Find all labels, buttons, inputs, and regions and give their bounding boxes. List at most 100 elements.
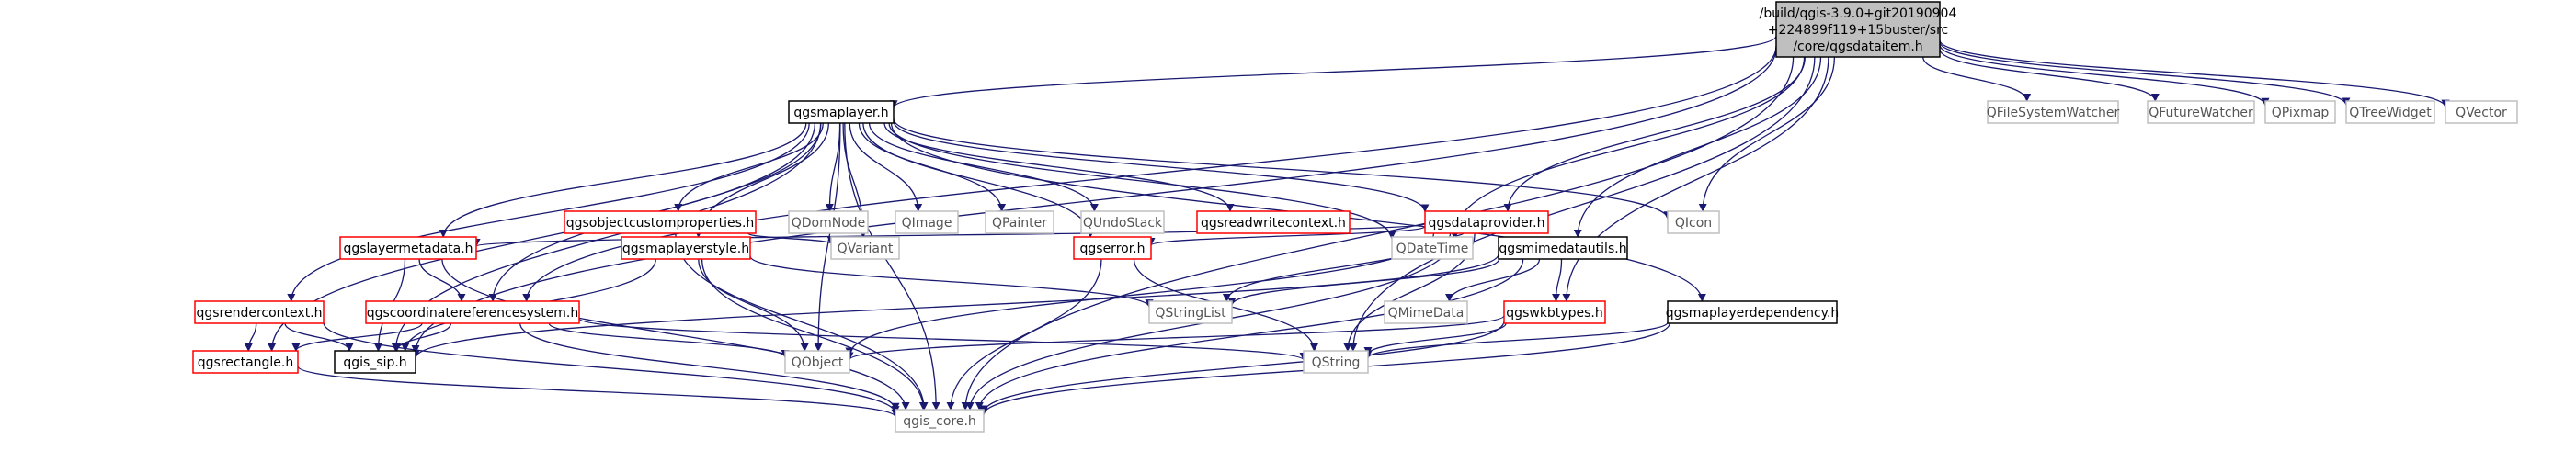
node-box-qgsrendercontext <box>194 300 325 324</box>
edge-line-qgscoordinatereferencesystem-to-qgsrectangle <box>291 322 423 352</box>
node-box-qmimedata <box>1384 300 1468 324</box>
edge-qgswkbtypes-to-qstring <box>1363 322 1507 356</box>
edge-line-qgsobjectcustomproperties-to-qgis_core <box>675 232 929 411</box>
node-label-qgslayermetadata: qgslayermetadata.h <box>343 242 473 256</box>
node-qgsrendercontext[interactable]: qgsrendercontext.h <box>194 300 325 324</box>
node-box-qdatetime <box>1391 236 1474 260</box>
node-box-qgsmaplayerdependency <box>1667 300 1838 324</box>
edge-qgsmimedatautils-to-qmimedata <box>1444 258 1541 302</box>
edge-root-to-qgsmaplayer <box>889 35 1777 109</box>
edge-line-qgsmaplayer-to-qimage <box>849 122 923 212</box>
edge-qgscoordinatereferencesystem-to-qgis_sip <box>393 322 452 352</box>
node-label-qfuturewatcher: QFutureWatcher <box>2149 106 2253 120</box>
edge-line-qgsmaplayer-to-qdatetime <box>888 122 1396 240</box>
node-label-qimage: QImage <box>902 216 952 231</box>
node-qgsmaplayerdependency[interactable]: qgsmaplayerdependency.h <box>1666 300 1840 324</box>
node-qgsobjectcustomproperties[interactable]: qgsobjectcustomproperties.h <box>564 210 757 234</box>
edge-root-to-qtreewidget <box>1939 41 2351 107</box>
node-box-qgsmaplayer <box>788 100 895 124</box>
node-label-qgswkbtypes: qgswkbtypes.h <box>1506 306 1602 321</box>
node-label-qvariant: QVariant <box>838 242 894 256</box>
edge-line-root-to-qicon <box>1698 56 1836 212</box>
node-qgscoordinatereferencesystem[interactable]: qgscoordinatereferencesystem.h <box>365 300 580 324</box>
node-label-qpainter: QPainter <box>992 216 1047 231</box>
nodes-layer: /build/qgis-3.9.0+git20190904+224899f119… <box>192 1 2518 433</box>
edge-root-to-qvector <box>1939 39 2450 108</box>
node-label-qicon: QIcon <box>1675 216 1712 231</box>
edge-root-to-qfilesystemwatcher <box>1922 56 2032 102</box>
node-box-qgserror <box>1073 236 1152 260</box>
node-qgsrectangle[interactable]: qgsrectangle.h <box>192 350 299 374</box>
node-box-qvector <box>2445 100 2518 124</box>
edge-root-to-qgscoordinatereferencesystem <box>522 46 1777 302</box>
node-qgswkbtypes[interactable]: qgswkbtypes.h <box>1503 300 1606 324</box>
node-qgserror[interactable]: qgserror.h <box>1073 236 1152 260</box>
edge-qgsobjectcustomproperties-to-qgis_core <box>675 232 929 411</box>
edge-root-to-qfuturewatcher <box>1939 49 2160 102</box>
edge-line-root-to-qstring <box>1349 56 1816 352</box>
node-qgslayermetadata[interactable]: qgslayermetadata.h <box>339 236 477 260</box>
node-label-root: /core/qgsdataitem.h <box>1793 39 1922 54</box>
node-box-root <box>1775 1 1941 58</box>
edge-line-qgsrendercontext-to-qgis_sip <box>284 322 354 352</box>
edge-line-qgsmimedatautils-to-qgis_sip <box>411 253 1499 359</box>
edge-qgsmaplayer-to-qdatetime <box>888 122 1396 240</box>
edge-root-to-qdatetime <box>1449 56 1806 238</box>
edge-line-root-to-qgswkbtypes <box>1562 56 1829 302</box>
edge-qgserror-to-qgis_core <box>946 258 1102 411</box>
edge-line-root-to-qgsdataprovider <box>1503 56 1806 212</box>
edge-line-qgsmaplayer-to-qgsrendercontext <box>287 122 810 302</box>
node-root[interactable]: /build/qgis-3.9.0+git20190904+224899f119… <box>1760 1 1957 58</box>
node-box-qgsdataprovider <box>1424 210 1549 234</box>
edge-qgsrendercontext-to-qgis_core <box>323 322 900 415</box>
node-box-qgis_sip <box>334 350 416 374</box>
edge-root-to-qpixmap <box>1939 44 2270 107</box>
node-label-root: /build/qgis-3.9.0+git20190904 <box>1760 6 1957 21</box>
node-box-qgswkbtypes <box>1503 300 1606 324</box>
node-qundostack: QUndoStack <box>1080 210 1165 234</box>
edge-qgswkbtypes-to-qgis_core <box>979 321 1505 414</box>
node-label-qgsreadwritecontext: qgsreadwritecontext.h <box>1201 216 1346 231</box>
node-qgsmaplayerstyle[interactable]: qgsmaplayerstyle.h <box>621 236 751 260</box>
node-qtreewidget: QTreeWidget <box>2345 100 2435 124</box>
node-qgis_sip[interactable]: qgis_sip.h <box>334 350 416 374</box>
node-box-qfilesystemwatcher <box>1987 100 2119 124</box>
node-label-qundostack: QUndoStack <box>1083 216 1163 231</box>
edge-qgsmaplayer-to-qgslayermetadata <box>439 122 807 238</box>
node-label-qtreewidget: QTreeWidget <box>2349 106 2432 120</box>
node-box-qimage <box>895 210 959 234</box>
edge-line-qgsmaplayerstyle-to-qobject <box>698 258 809 352</box>
node-qgsmimedatautils[interactable]: qgsmimedatautils.h <box>1498 236 1628 260</box>
node-box-qgis_core <box>895 409 985 433</box>
node-qimage: QImage <box>895 210 959 234</box>
node-qgsdataprovider[interactable]: qgsdataprovider.h <box>1424 210 1549 234</box>
edge-qgsmaplayer-to-qgis_core <box>844 122 940 411</box>
node-qgsmaplayer[interactable]: qgsmaplayer.h <box>788 100 895 124</box>
edge-line-qgsmimedatautils-to-qmimedata <box>1444 258 1541 302</box>
edge-line-qgsmaplayer-to-qgserror <box>862 122 1095 238</box>
edge-qgsmimedatautils-to-qgswkbtypes <box>1551 258 1563 302</box>
edge-line-qgslayermetadata-to-qgis_core <box>441 258 910 411</box>
node-label-qgsmaplayerdependency: qgsmaplayerdependency.h <box>1666 306 1840 321</box>
node-qicon: QIcon <box>1667 210 1720 234</box>
node-box-qpainter <box>985 210 1054 234</box>
node-box-qobject <box>784 350 850 374</box>
node-label-qstringlist: QStringList <box>1155 306 1226 321</box>
node-box-qpixmap <box>2264 100 2336 124</box>
node-label-qgsmaplayer: qgsmaplayer.h <box>793 106 888 120</box>
node-qvariant: QVariant <box>830 236 900 260</box>
edge-line-qgsmaplayer-to-qgis_core <box>844 122 940 411</box>
edge-qgsmaplayer-to-qgserror <box>862 122 1095 238</box>
node-box-qgsmimedatautils <box>1498 236 1628 260</box>
edge-line-qgsmaplayerstyle-to-qgis_core <box>701 258 928 411</box>
edge-qgsmimedatautils-to-qgis_core <box>975 258 1524 411</box>
edge-qgsobjectcustomproperties-to-qvariant <box>747 232 836 245</box>
node-label-qstring: QString <box>1312 355 1361 370</box>
node-box-qvariant <box>830 236 900 260</box>
node-box-qgsrectangle <box>192 350 299 374</box>
node-qgsreadwritecontext[interactable]: qgsreadwritecontext.h <box>1196 210 1351 234</box>
edge-line-root-to-qfuturewatcher <box>1939 49 2160 102</box>
edge-line-qgsmimedatautils-to-qgswkbtypes <box>1551 258 1563 302</box>
node-label-qvector: QVector <box>2456 106 2507 120</box>
node-qmimedata: QMimeData <box>1384 300 1468 324</box>
